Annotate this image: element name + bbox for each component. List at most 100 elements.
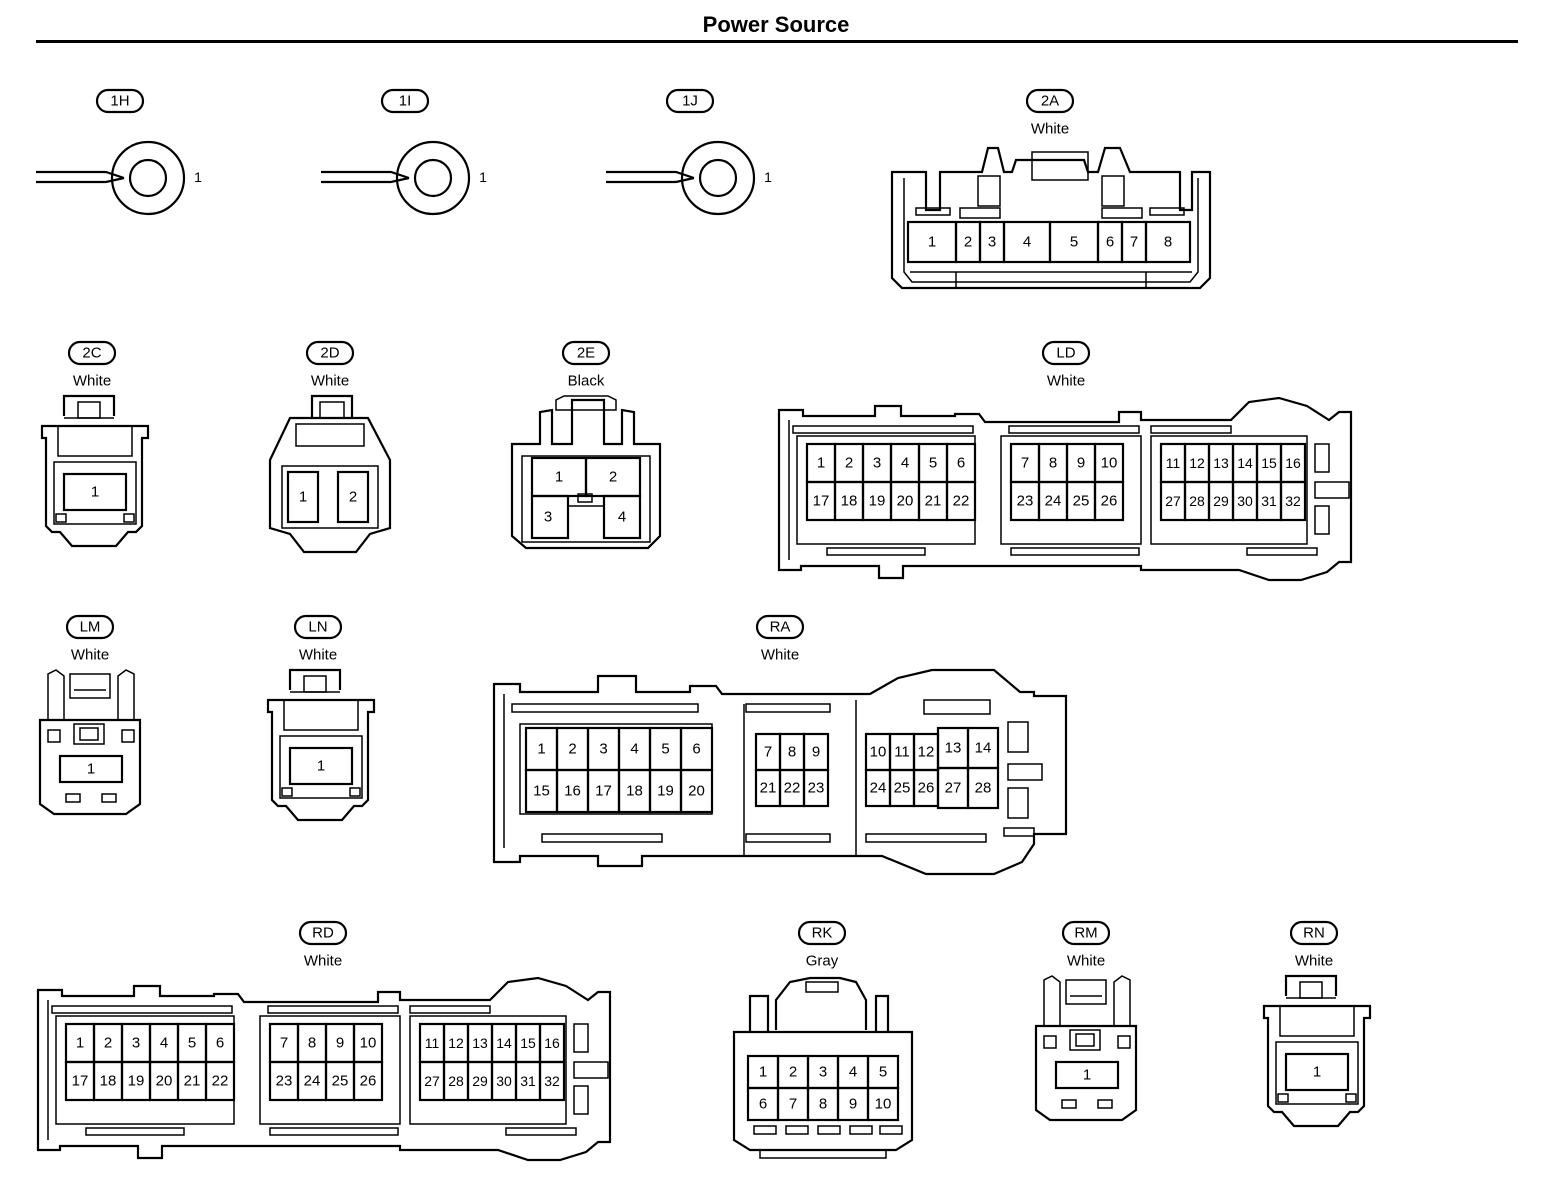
connector-1j: 1J 1: [606, 88, 772, 216]
pin-number: 25: [894, 780, 911, 797]
connector-id: RK: [812, 925, 833, 942]
title-rule: [36, 40, 1518, 43]
pin-number: 26: [360, 1073, 377, 1090]
connector-id: RM: [1074, 925, 1097, 942]
pin-number: 2: [104, 1035, 112, 1052]
pin-number: 23: [276, 1073, 293, 1090]
connector-id: RD: [312, 925, 334, 942]
pin-number: 11: [425, 1035, 440, 1051]
pin-number: 5: [661, 741, 669, 758]
pin-number: 1: [299, 489, 307, 506]
pin-number: 22: [953, 493, 970, 510]
pin-number: 12: [448, 1035, 464, 1051]
pin-number: 10: [1101, 455, 1118, 472]
connector-label-1j: 1J: [665, 88, 715, 114]
pin-number: 16: [1285, 455, 1301, 471]
pin-number: 6: [1106, 234, 1114, 251]
pin-number: 19: [657, 783, 674, 800]
pin-number: 22: [212, 1073, 229, 1090]
pin-number: 8: [308, 1035, 316, 1052]
pin-number: 29: [472, 1073, 488, 1089]
pin-number: 29: [1213, 493, 1229, 509]
connector-id: 1H: [110, 93, 129, 110]
pin-number: 26: [1101, 493, 1118, 510]
pin-number: 18: [100, 1073, 117, 1090]
connector-color: White: [311, 373, 349, 390]
connector-color: White: [1295, 953, 1333, 970]
pin-number: 13: [1213, 455, 1229, 471]
pin-number: 12: [918, 744, 935, 761]
pin-number: 15: [520, 1035, 536, 1051]
pin-number: 20: [897, 493, 914, 510]
pin-number: 28: [1189, 493, 1205, 509]
pin-number: 1: [928, 234, 936, 251]
pin-number: 4: [849, 1064, 857, 1081]
pin-number: 19: [869, 493, 886, 510]
pin-number: 23: [808, 780, 825, 797]
pin-number: 23: [1017, 493, 1034, 510]
connector-label-1h: 1H: [95, 88, 145, 114]
pin-number: 16: [544, 1035, 560, 1051]
pin-number: 24: [870, 780, 887, 797]
pin-number: 6: [692, 741, 700, 758]
pin-number: 16: [564, 783, 581, 800]
connector-id: 2E: [577, 345, 595, 362]
pin-number: 7: [789, 1096, 797, 1113]
pin-number: 2: [568, 741, 576, 758]
pin-number: 21: [760, 780, 777, 797]
pin-number: 4: [618, 509, 626, 526]
connector-color: White: [71, 647, 109, 664]
connector-color: White: [1031, 121, 1069, 138]
pin-number: 11: [1166, 455, 1181, 471]
pin-number: 17: [813, 493, 830, 510]
connector-1h: 1H 1: [36, 88, 202, 216]
pin-number: 7: [764, 744, 772, 761]
pin-number: 6: [216, 1035, 224, 1052]
pin-number: 30: [496, 1073, 512, 1089]
connector-id: 2C: [82, 345, 101, 362]
connector-color: Gray: [806, 953, 839, 970]
connector-id: 2D: [320, 345, 339, 362]
pin-number: 3: [988, 234, 996, 251]
connector-id: LD: [1056, 345, 1075, 362]
pin-number: 22: [784, 780, 801, 797]
pin-number: 3: [819, 1064, 827, 1081]
pin-number: 3: [132, 1035, 140, 1052]
pin-number: 25: [1073, 493, 1090, 510]
pin-number: 27: [424, 1073, 440, 1089]
pin-number: 28: [448, 1073, 464, 1089]
pin-number: 14: [975, 740, 992, 757]
pin-number: 5: [929, 455, 937, 472]
pin-number: 2: [789, 1064, 797, 1081]
connector-color: White: [761, 647, 799, 664]
connector-color: White: [73, 373, 111, 390]
pin-number: 9: [336, 1035, 344, 1052]
pin-number: 27: [945, 780, 962, 797]
pin-number: 24: [1045, 493, 1062, 510]
connector-color: White: [1047, 373, 1085, 390]
pin-number: 14: [496, 1035, 512, 1051]
pin-number: 4: [1023, 234, 1031, 251]
pin-number: 11: [894, 744, 910, 761]
pin-number: 1: [194, 169, 202, 185]
connector-color: White: [1067, 953, 1105, 970]
pin-number: 1: [87, 761, 95, 778]
pin-number: 30: [1237, 493, 1253, 509]
pin-number: 1: [764, 169, 772, 185]
connector-id: 1J: [682, 93, 698, 110]
pin-number: 4: [160, 1035, 168, 1052]
pin-number: 14: [1237, 455, 1253, 471]
pin-number: 19: [128, 1073, 145, 1090]
pin-number: 3: [873, 455, 881, 472]
pin-number: 1: [555, 469, 563, 486]
